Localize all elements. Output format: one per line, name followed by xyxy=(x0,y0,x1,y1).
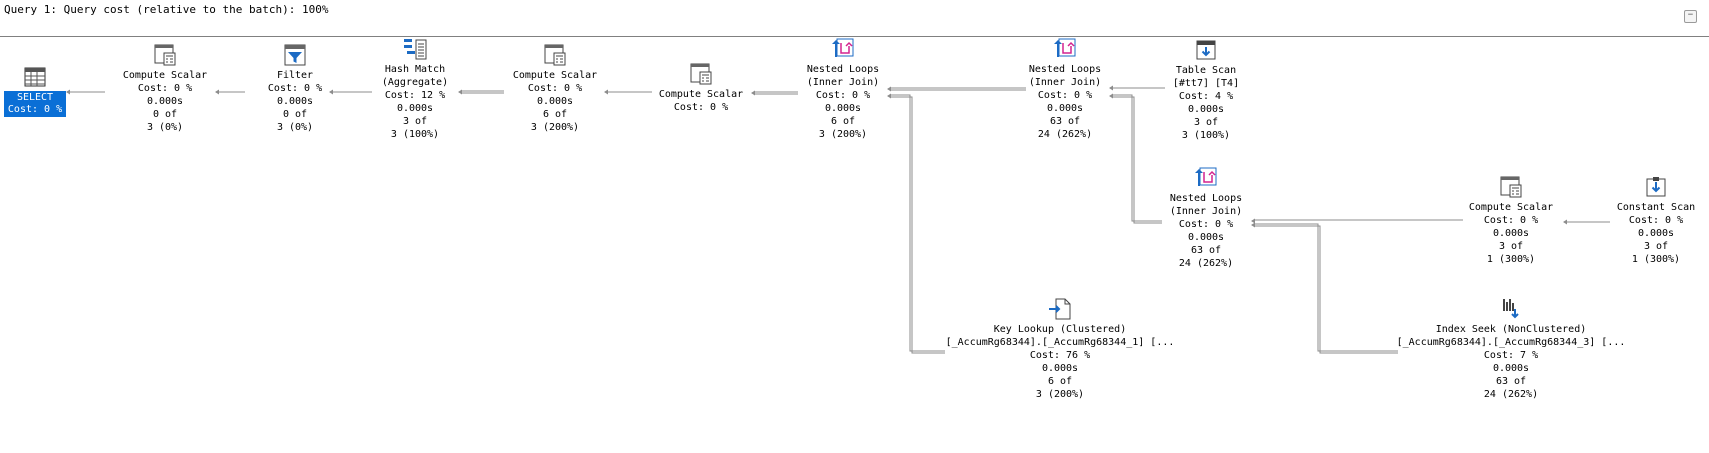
node-line: (Inner Join) xyxy=(1169,206,1243,217)
selected-node-label: SELECT Cost: 0 % xyxy=(3,91,67,117)
plan-node-index-seek[interactable]: Index Seek (NonClustered) [_AccumRg68344… xyxy=(1386,297,1636,401)
node-line: Cost: 0 % xyxy=(1628,215,1684,226)
plan-node-table-scan[interactable]: Table Scan [#tt7] [T4] Cost: 4 % 0.000s … xyxy=(1121,38,1291,142)
compute-scalar-icon xyxy=(1500,176,1522,198)
plan-node-nested-loops[interactable]: Nested Loops (Inner Join) Cost: 0 % 0.00… xyxy=(758,37,928,141)
plan-node-constant-scan[interactable]: Constant Scan Cost: 0 % 0.000s 3 of 1 (3… xyxy=(1571,175,1709,266)
edge-nested-loops-index-seek xyxy=(1254,223,1398,354)
nested-loops-icon xyxy=(1054,38,1076,57)
node-line: 3 (200%) xyxy=(818,129,868,140)
collapse-button[interactable]: − xyxy=(1684,10,1697,23)
node-line: 1 (300%) xyxy=(1631,254,1681,265)
node-line: 0.000s xyxy=(536,96,574,107)
plan-node-filter[interactable]: Filter Cost: 0 % 0.000s 0 of 3 (0%) xyxy=(210,43,380,134)
node-line: 3 of xyxy=(1193,117,1219,128)
node-line: 24 (262%) xyxy=(1178,258,1234,269)
query-title: Query 1: Query cost (relative to the bat… xyxy=(4,3,329,16)
node-line: 0.000s xyxy=(1637,228,1675,239)
node-line: 24 (262%) xyxy=(1483,389,1539,400)
plan-node-compute-scalar[interactable]: Compute Scalar Cost: 0 % xyxy=(616,62,786,114)
node-line: 0.000s xyxy=(1187,232,1225,243)
table-grid-icon xyxy=(24,67,46,87)
node-line: Compute Scalar xyxy=(512,70,598,81)
node-line: 3 (100%) xyxy=(1181,130,1231,141)
query-header: Query 1: Query cost (relative to the bat… xyxy=(0,0,1709,37)
compute-scalar-icon xyxy=(690,63,712,85)
node-line: 0.000s xyxy=(824,103,862,114)
plan-node-select[interactable]: SELECT Cost: 0 % xyxy=(0,65,120,119)
node-line: Index Seek (NonClustered) xyxy=(1435,324,1587,335)
plan-node-compute-scalar[interactable]: Compute Scalar Cost: 0 % 0.000s 3 of 1 (… xyxy=(1426,175,1596,266)
edge-compute-scalar-nested-loops xyxy=(754,91,798,95)
node-line: Cost: 7 % xyxy=(1483,350,1539,361)
node-line: 0.000s xyxy=(1187,104,1225,115)
node-line: 6 of xyxy=(830,116,856,127)
filter-funnel-icon xyxy=(284,44,306,66)
node-line: 0.000s xyxy=(1492,363,1530,374)
node-line: 6 of xyxy=(542,109,568,120)
node-line: 0.000s xyxy=(1041,363,1079,374)
edge-nested-loops-nested-loops xyxy=(890,87,1026,91)
node-line: (Inner Join) xyxy=(806,77,880,88)
node-line: 3 of xyxy=(1643,241,1669,252)
node-line: Cost: 0 % xyxy=(7,104,63,115)
node-line: Nested Loops xyxy=(806,64,880,75)
node-line: 63 of xyxy=(1190,245,1222,256)
node-line: 6 of xyxy=(1047,376,1073,387)
node-line: Cost: 0 % xyxy=(527,83,583,94)
hash-match-icon xyxy=(404,39,427,60)
plan-node-compute-scalar[interactable]: Compute Scalar Cost: 0 % 0.000s 0 of 3 (… xyxy=(80,43,250,134)
table-scan-icon xyxy=(1196,40,1216,60)
plan-node-key-lookup[interactable]: Key Lookup (Clustered) [_AccumRg68344].[… xyxy=(935,297,1185,401)
compute-scalar-icon xyxy=(154,44,176,66)
node-line: Table Scan xyxy=(1175,65,1237,76)
node-line: Cost: 0 % xyxy=(815,90,871,101)
nested-loops-icon xyxy=(1195,167,1217,186)
node-line: [_AccumRg68344].[_AccumRg68344_3] [... xyxy=(1396,337,1626,348)
plan-node-compute-scalar[interactable]: Compute Scalar Cost: 0 % 0.000s 6 of 3 (… xyxy=(470,43,640,134)
index-seek-icon xyxy=(1503,299,1519,319)
plan-node-nested-loops[interactable]: Nested Loops (Inner Join) Cost: 0 % 0.00… xyxy=(1121,166,1291,270)
constant-scan-icon xyxy=(1646,177,1666,197)
node-line: Cost: 0 % xyxy=(1178,219,1234,230)
node-line: SELECT xyxy=(16,92,54,103)
node-line: 3 (200%) xyxy=(530,122,580,133)
node-line: Cost: 4 % xyxy=(1178,91,1234,102)
plan-node-nested-loops[interactable]: Nested Loops (Inner Join) Cost: 0 % 0.00… xyxy=(980,37,1150,141)
node-line: [_AccumRg68344].[_AccumRg68344_1] [... xyxy=(945,337,1175,348)
plan-node-hash-match[interactable]: Hash Match (Aggregate) Cost: 12 % 0.000s… xyxy=(330,37,500,141)
compute-scalar-icon xyxy=(544,44,566,66)
node-line: Key Lookup (Clustered) xyxy=(993,324,1127,335)
node-line: Constant Scan xyxy=(1616,202,1696,213)
key-lookup-icon xyxy=(1049,298,1071,320)
node-line: [#tt7] [T4] xyxy=(1172,78,1240,89)
node-line: 3 (200%) xyxy=(1035,389,1085,400)
edge-nested-loops-nested-loops-2 xyxy=(1112,94,1162,224)
node-line: Cost: 76 % xyxy=(1029,350,1091,361)
nested-loops-icon xyxy=(832,38,854,57)
node-line: 63 of xyxy=(1495,376,1527,387)
edge-nested-loops-key-lookup xyxy=(890,94,945,354)
node-line: Nested Loops xyxy=(1169,193,1243,204)
edge-hash-match-compute-scalar xyxy=(461,90,504,94)
